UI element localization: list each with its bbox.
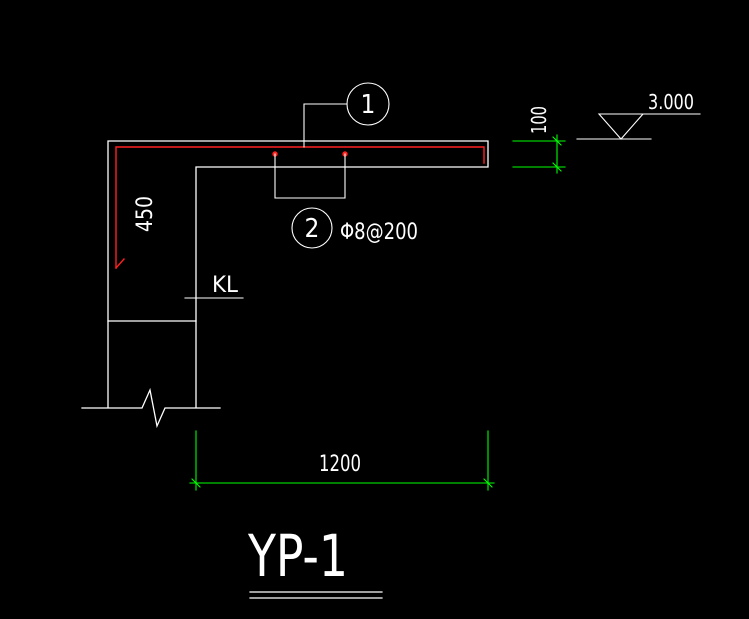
dim-1200-tick-right [483, 478, 493, 488]
elevation-marker [576, 113, 701, 140]
dim-100-tick-top [552, 136, 562, 146]
callout-2-leader [274, 153, 346, 199]
main-rebar-bar [115, 146, 485, 269]
dimension-lines [189, 134, 566, 491]
dim-100-label: 100 [527, 106, 551, 134]
break-line [81, 387, 221, 429]
rebar-hook [115, 258, 125, 269]
dim-1200-tick-left [191, 478, 201, 488]
dim-1200-label: 1200 [319, 452, 361, 477]
elevation-label: 3.000 [648, 90, 694, 114]
callout-1-leader [303, 103, 347, 148]
beam-label: KL [212, 273, 238, 298]
callout-1-circle [346, 82, 390, 126]
concrete-outline [81, 140, 489, 429]
dim-450-label: 450 [133, 196, 158, 232]
callout-2-circle [291, 207, 333, 249]
text-labels: 1 2 Φ8@200 KL 3.000 1200 450 100 YP-1 [133, 90, 694, 590]
callout-1-number: 1 [361, 90, 376, 120]
rebar-spec-label: Φ8@200 [340, 220, 418, 245]
elevation-triangle [597, 113, 645, 140]
slab-outer-edge [107, 140, 489, 408]
dim-100-tick-bottom [552, 162, 562, 172]
callout-group [184, 82, 390, 299]
drawing-title: YP-1 [247, 522, 348, 590]
callout-2-number: 2 [305, 214, 320, 244]
rebar-main [115, 146, 485, 269]
title-underline [249, 591, 383, 599]
